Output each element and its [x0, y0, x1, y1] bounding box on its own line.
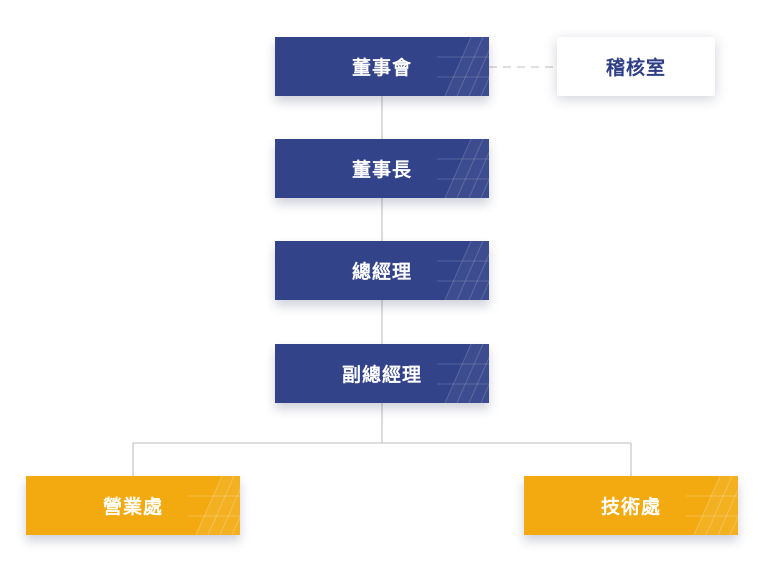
grid-pattern-decoration: [437, 139, 489, 198]
tech-dept-label: 技術處: [600, 496, 661, 518]
board-label: 董事會: [351, 57, 412, 79]
board-node: 董事會: [275, 37, 489, 96]
vice-general-manager-label: 副總經理: [341, 364, 422, 386]
grid-pattern-decoration: [437, 344, 489, 403]
general-manager-node: 總經理: [275, 241, 489, 300]
sales-dept-node: 營業處: [26, 476, 240, 535]
tech-dept-node: 技術處: [524, 476, 738, 535]
grid-pattern-decoration: [437, 241, 489, 300]
grid-pattern-decoration: [188, 476, 240, 535]
vice-general-manager-node: 副總經理: [275, 344, 489, 403]
grid-pattern-decoration: [437, 37, 489, 96]
chairman-node: 董事長: [275, 139, 489, 198]
general-manager-label: 總經理: [351, 261, 412, 283]
sales-dept-label: 營業處: [102, 496, 163, 518]
chairman-label: 董事長: [351, 159, 412, 181]
audit-office-node: 稽核室: [557, 37, 715, 96]
grid-pattern-decoration: [686, 476, 738, 535]
audit-office-label: 稽核室: [605, 57, 666, 79]
